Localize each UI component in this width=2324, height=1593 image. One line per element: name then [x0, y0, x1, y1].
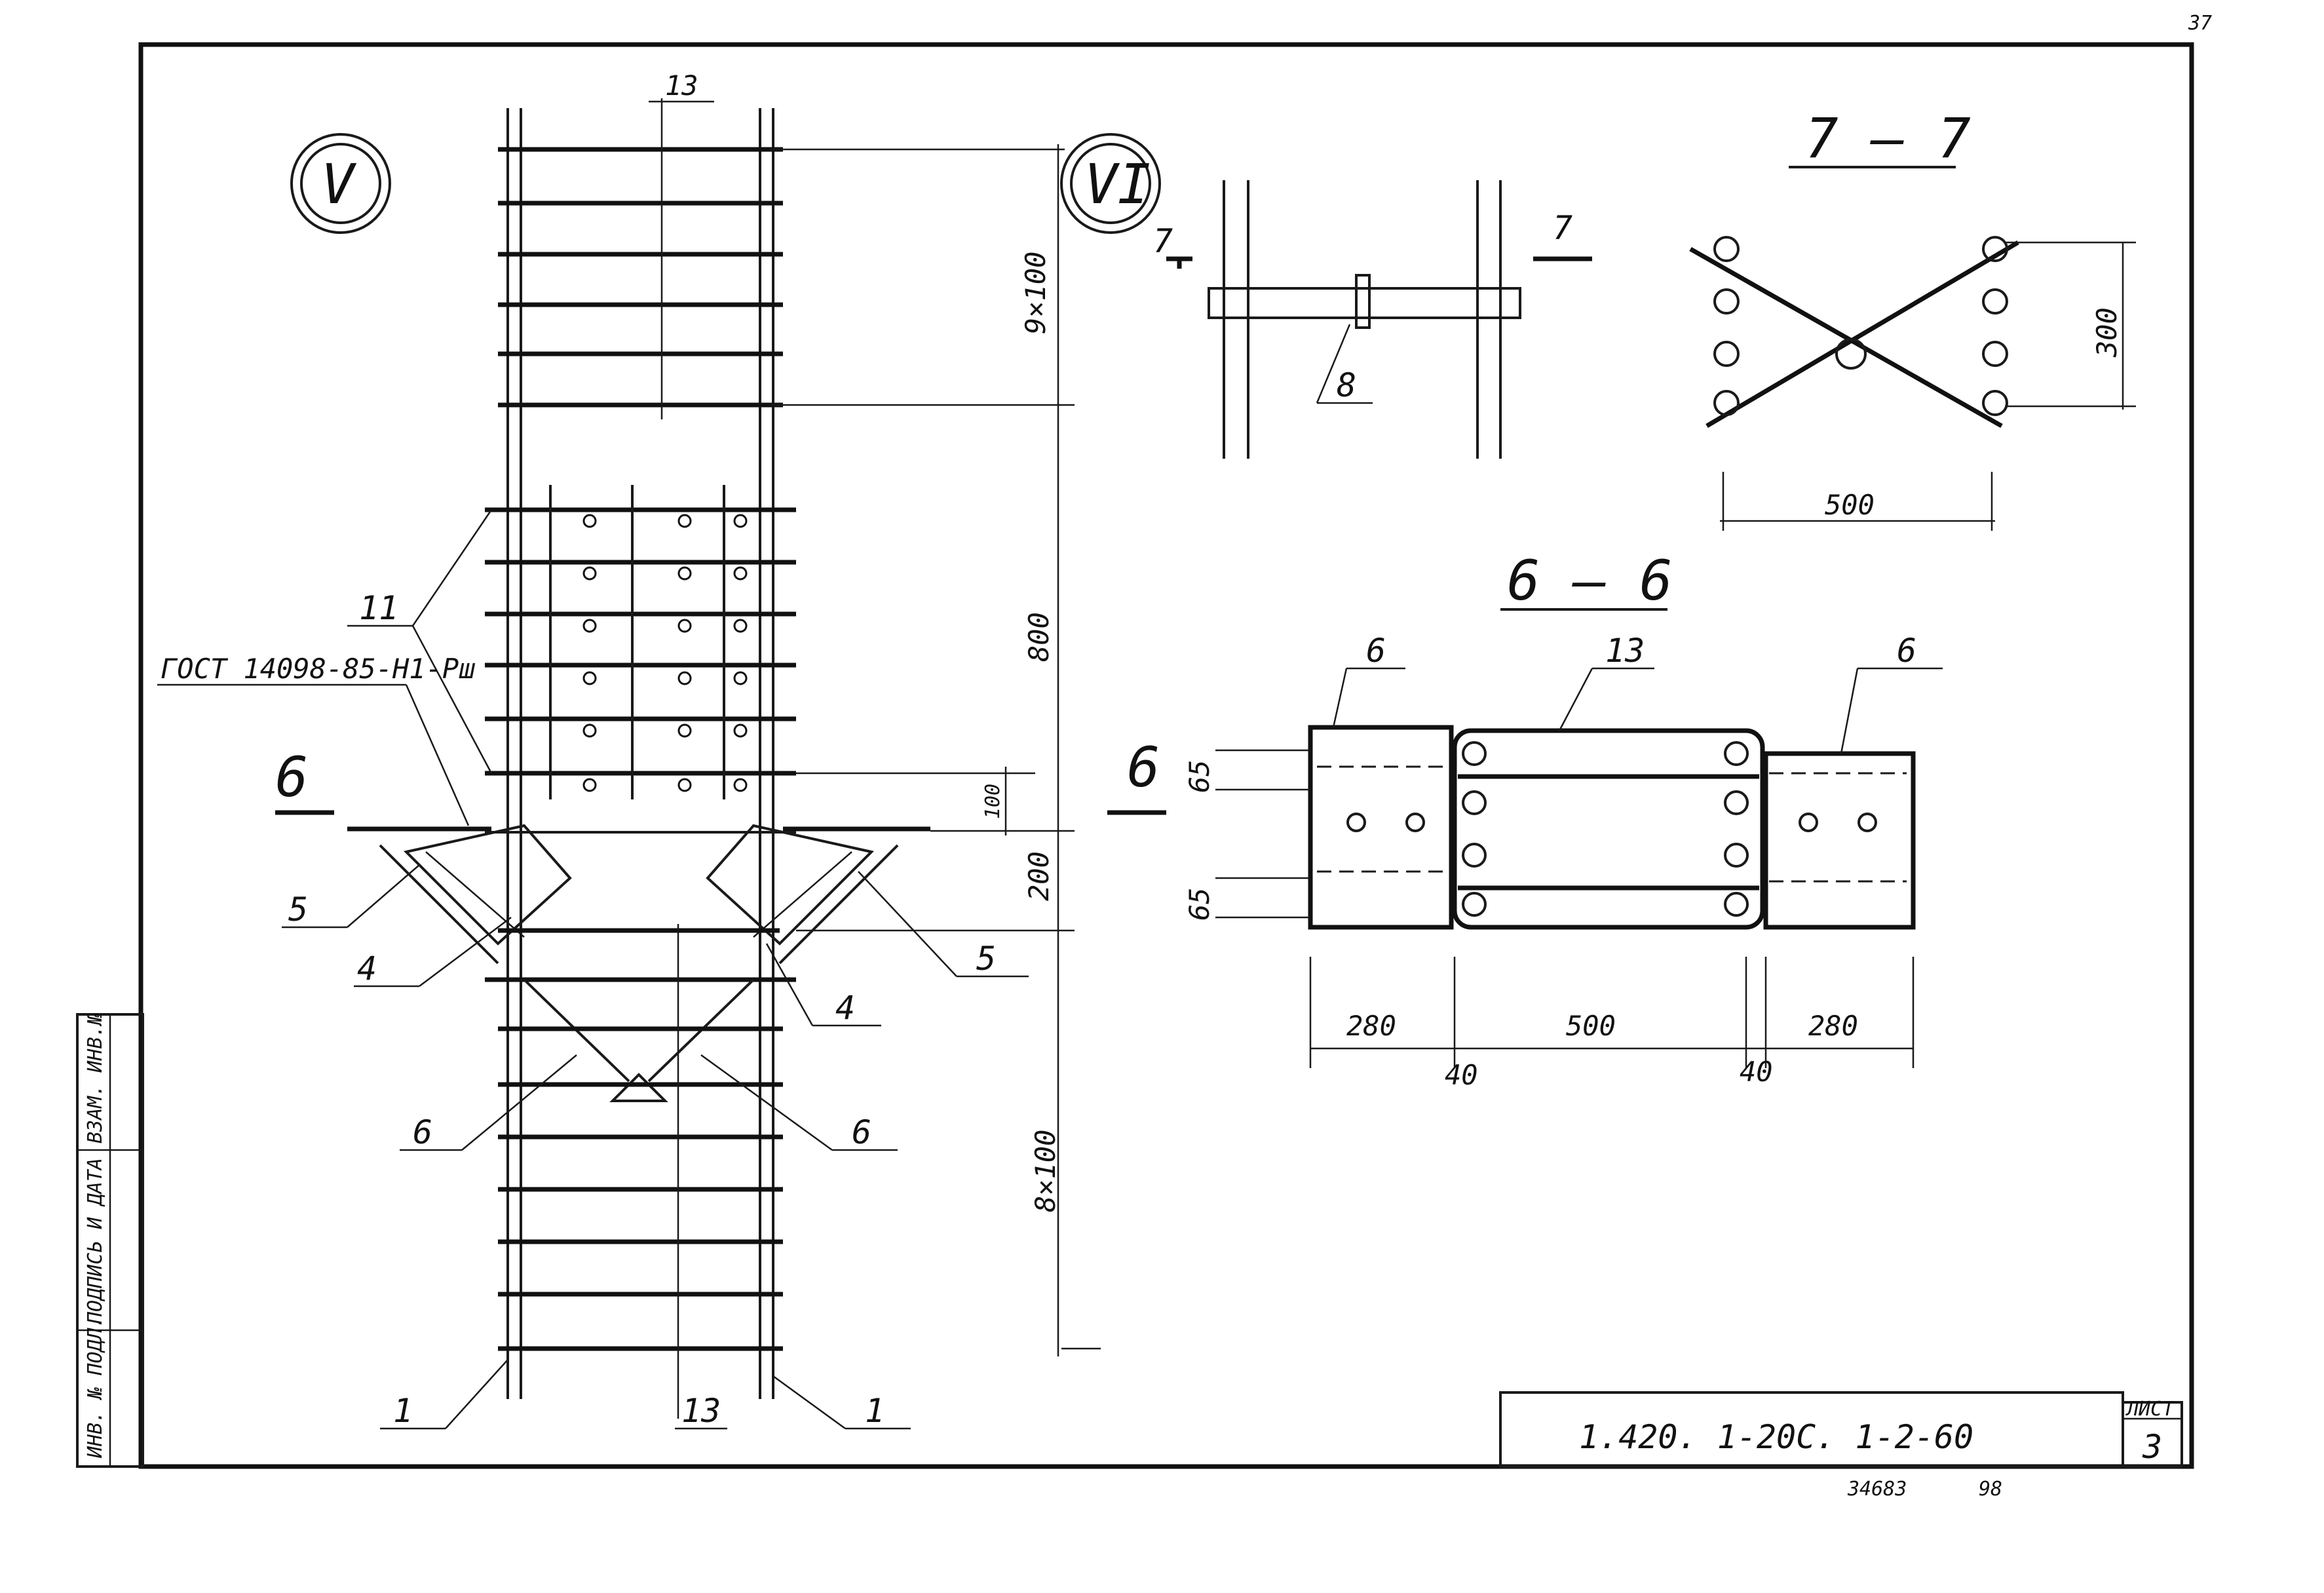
s6-pos-6-left: 6 — [1366, 632, 1386, 670]
main-dimensions: 9×100 800 100 200 8×100 — [770, 144, 1101, 1356]
cut-7-left: 7 — [1153, 222, 1173, 260]
dim-280-right: 280 — [1808, 1010, 1858, 1042]
pos-6-left: 6 — [413, 1113, 432, 1151]
dim-200: 200 — [1023, 851, 1055, 901]
s6-pos-13: 13 — [1605, 632, 1645, 670]
dim-65-top: 65 — [1183, 759, 1215, 793]
sheet-label: ЛИСТ — [2125, 1398, 2175, 1421]
dim-40-left: 40 — [1445, 1059, 1478, 1091]
dim-100: 100 — [981, 784, 1004, 819]
stamp-inv-replace: ВЗАМ. ИНВ.№ — [84, 1013, 107, 1143]
dim-8x100: 8×100 — [1029, 1130, 1061, 1212]
stirrups-top — [498, 147, 783, 408]
pos-11: 11 — [359, 589, 398, 627]
dim-40-right: 40 — [1740, 1056, 1773, 1088]
gost-note: ГОСТ 14098-85-Н1-Рш — [161, 653, 475, 685]
pos-13-bottom: 13 — [681, 1392, 721, 1430]
node-marker-vi: VI — [1060, 133, 1161, 234]
title-block: 1.420. 1-20С. 1-2-60 ЛИСТ 3 34683 98 — [1499, 1391, 2183, 1501]
stamp-inv-orig: ИНВ. № ПОДЛ. — [84, 1316, 107, 1459]
pos-13-top: 13 — [665, 69, 698, 102]
dim-9x100: 9×100 — [1019, 252, 1052, 334]
pos-1-left: 1 — [393, 1392, 413, 1430]
node-marker-v: V — [290, 133, 391, 234]
detail-8: 7 7 8 — [1153, 180, 1592, 459]
stamp-sign-date: ПОДПИСЬ И ДАТА — [84, 1158, 107, 1324]
dim-800: 800 — [1023, 612, 1055, 662]
sheet-frame: 37 — [138, 12, 2212, 1469]
stirrups-bottom — [498, 1026, 783, 1351]
s6-pos-6-right: 6 — [1897, 632, 1916, 670]
pos-8: 8 — [1337, 366, 1356, 404]
mesh-11 — [485, 485, 796, 799]
doc-code: 1.420. 1-20С. 1-2-60 — [1579, 1418, 1973, 1456]
section-6-6: 6 — 6 6 13 6 65 65 — [1183, 548, 1943, 1091]
archive-suffix: 98 — [1979, 1478, 2002, 1501]
side-stamp: ИНВ. № ПОДЛ. ПОДПИСЬ И ДАТА ВЗАМ. ИНВ.№ — [76, 1013, 144, 1468]
pos-4-left: 4 — [357, 950, 377, 988]
svg-text:VI: VI — [1084, 152, 1151, 216]
dim-280-left: 280 — [1346, 1010, 1396, 1042]
cut-6-right: 6 — [1127, 735, 1160, 799]
pos-4-right: 4 — [835, 989, 855, 1027]
page-number: 37 — [2188, 12, 2212, 35]
pos-5-right: 5 — [976, 940, 996, 978]
section-7-7: 7 — 7 300 500 — [1689, 106, 2136, 531]
pos-6-right: 6 — [852, 1113, 871, 1151]
dim-65-bottom: 65 — [1183, 887, 1215, 921]
pos-5-left: 5 — [288, 891, 308, 929]
cut-6-left: 6 — [275, 745, 309, 809]
sheet-number: 3 — [2142, 1428, 2162, 1466]
main-labels: 13 11 ГОСТ 14098-85-Н1-Рш 6 6 5 5 4 4 6 … — [157, 69, 1166, 1430]
column-elevation — [347, 98, 930, 1419]
pos-1-right: 1 — [865, 1392, 885, 1430]
dim-500-top: 500 — [1825, 489, 1875, 521]
cut-7-right: 7 — [1553, 209, 1572, 247]
svg-text:V: V — [321, 152, 357, 216]
bracket-node — [347, 824, 930, 1102]
dim-500: 500 — [1566, 1010, 1616, 1042]
dim-300: 300 — [2091, 307, 2123, 358]
section-6-title: 6 — 6 — [1507, 548, 1673, 613]
archive-number: 34683 — [1847, 1478, 1907, 1501]
section-7-title: 7 — 7 — [1805, 106, 1971, 170]
